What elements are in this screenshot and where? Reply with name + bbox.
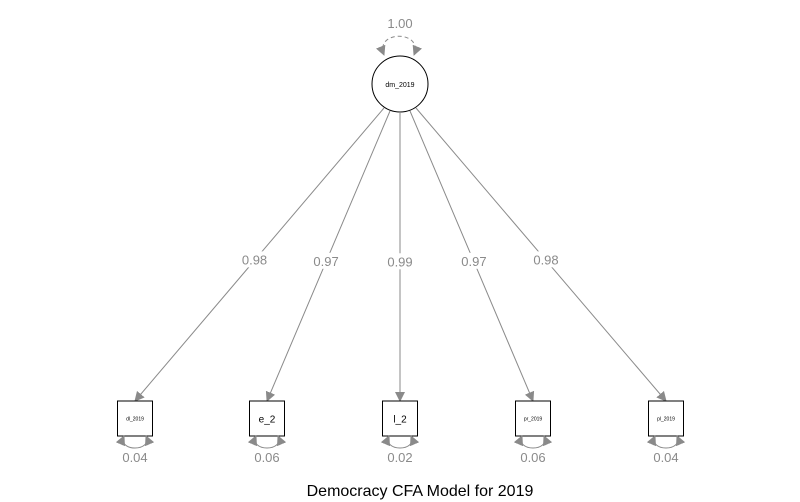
indicator-node-dl_2019	[117, 400, 153, 437]
indicator-node-l_2	[382, 400, 418, 437]
residual-label-l_2: 0.02	[387, 450, 412, 465]
loading-label-background	[312, 252, 341, 269]
loading-label-background	[240, 251, 269, 268]
latent-node-label: dm_2019	[385, 82, 414, 89]
indicator-node-label-pl_2019: pl_2019	[657, 417, 675, 423]
loading-label-pl_2019: 0.98	[533, 252, 558, 267]
latent-variance-loop	[376, 35, 422, 56]
residual-label-dl_2019: 0.04	[122, 450, 147, 465]
loading-paths: 0.98 0.97 0.99 0.97 0.98	[134, 107, 667, 402]
residual-label-e_2: 0.06	[254, 450, 279, 465]
residual-loop-pr_2019	[513, 435, 553, 449]
residual-label-pl_2019: 0.04	[653, 450, 678, 465]
loading-label-background	[386, 253, 414, 270]
residual-loop-e_2	[247, 435, 287, 449]
diagram-title: Democracy CFA Model for 2019	[307, 483, 534, 500]
indicator-nodes: dl_2019 0.04 e_2 0.06 l_2 0.02 pr_2019 0.06 pl_2…	[115, 400, 686, 465]
indicator-node-label-dl_2019: dl_2019	[126, 417, 144, 423]
loading-label-dl_2019: 0.98	[242, 252, 267, 267]
residual-loop-pl_2019	[646, 435, 686, 449]
residual-label-pr_2019: 0.06	[520, 450, 545, 465]
latent-variance-label: 1.00	[387, 16, 412, 31]
loading-label-background	[532, 251, 560, 268]
indicator-node-label-e_2: e_2	[259, 415, 276, 426]
residual-loop-dl_2019	[115, 435, 155, 449]
loading-label-l_2: 0.99	[387, 254, 412, 269]
indicator-node-label-l_2: l_2	[393, 415, 407, 426]
loading-label-e_2: 0.97	[313, 254, 338, 269]
indicator-node-label-pr_2019: pr_2019	[524, 417, 543, 423]
loading-label-background	[459, 252, 488, 269]
residual-loop-l_2	[380, 435, 420, 449]
loading-label-pr_2019: 0.97	[461, 254, 486, 269]
